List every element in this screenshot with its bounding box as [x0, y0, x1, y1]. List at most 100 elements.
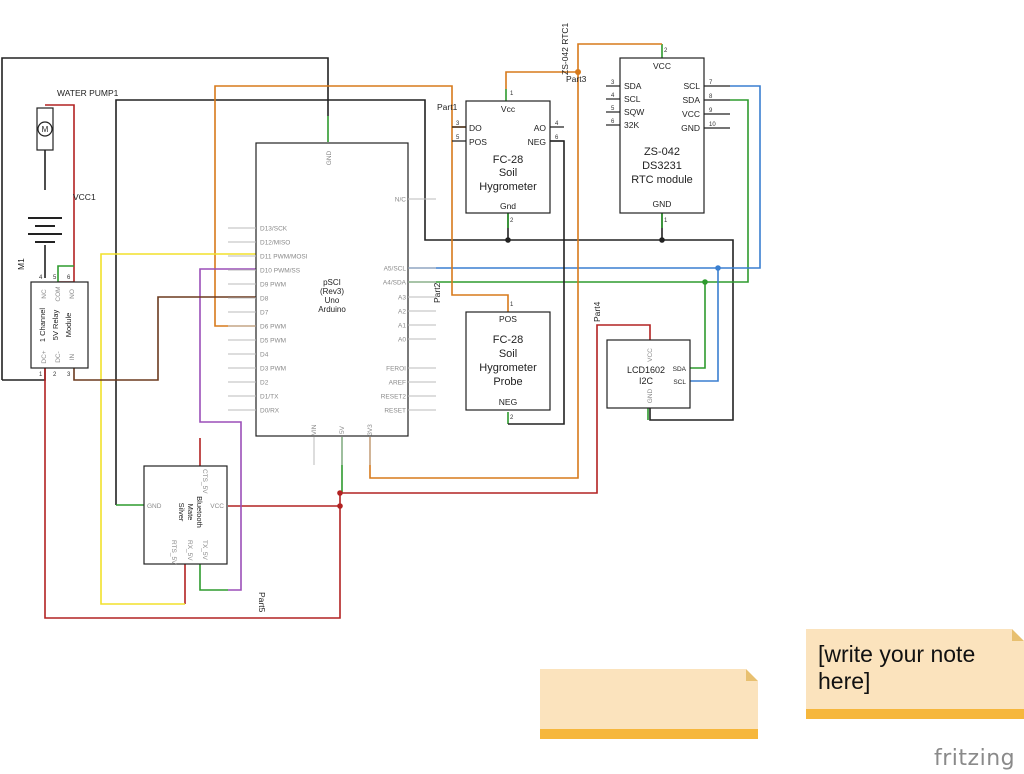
relay-no-pin: NO [69, 289, 76, 299]
wire-d11-yellow [100, 253, 256, 605]
part4-label: Part4 [592, 301, 602, 322]
pin-num: 7 [709, 80, 713, 86]
junction-dots [337, 69, 721, 509]
arduino-pin-label: RESET2 [381, 394, 407, 401]
bt-line2: Mate [186, 504, 195, 521]
hyg-ao-pin: AO [534, 123, 547, 133]
bt-tx-pin: TX_5V [201, 540, 208, 561]
relay-dcm-pin: DC- [55, 351, 62, 363]
hyg-neg-pin: NEG [528, 137, 546, 147]
pin-num: 1 [510, 91, 514, 97]
arduino-pin-label: A5/SCL [384, 266, 407, 273]
arduino-uno[interactable]: GND D13/SCK D12/MISO D11 PWM/MOSI D10 PWM/S… [228, 142, 436, 465]
relay-line3: Module [64, 313, 73, 338]
rtc-module[interactable]: ZS-042 RTC1 Part3 2 1 VCC GND SDA3SCL4SQ… [560, 22, 730, 224]
probe-neg-pin: NEG [499, 397, 517, 407]
pin-num: 1 [510, 302, 514, 308]
arduino-pin-label: D1/TX [260, 394, 279, 401]
hyg-pos-pin: POS [469, 137, 487, 147]
relay-line2: 5V Relay [51, 310, 60, 341]
note-write-here[interactable]: [write your note here] [806, 629, 1024, 719]
pin-num: 4 [611, 93, 615, 99]
rtc-ref-label: ZS-042 RTC1 [560, 22, 570, 75]
arduino-brand: Arduino [318, 305, 346, 314]
probe-title: FC-28 [493, 334, 524, 346]
part1-label: Part1 [437, 102, 458, 112]
m1-label: M1 [16, 258, 26, 270]
pin-num: 1 [39, 372, 43, 378]
bluetooth-mate[interactable]: GND VCC CTS_5V RTS_5V RX_5V TX_5V Blueto… [143, 465, 267, 613]
arduino-pin-label: RESET [384, 408, 406, 415]
arduino-pin-label: VIN [311, 424, 318, 435]
part5-label: Part5 [257, 592, 267, 613]
pin-num: 4 [555, 121, 559, 127]
wire-gnd-top [1, 57, 329, 380]
junction-dot [337, 503, 343, 509]
pin-num: 2 [664, 48, 668, 54]
wire-rx-purple [199, 268, 256, 591]
junction-dot [702, 279, 708, 285]
soil-hygrometer[interactable]: Part1 1 2 3 4 5 6 Vcc DO POS AO NEG FC-2… [437, 91, 564, 224]
pin-num: 3 [611, 80, 615, 86]
battery-label: VCC1 [73, 192, 96, 202]
arduino-pin-label: D7 [260, 310, 269, 317]
battery[interactable]: VCC1 [28, 192, 96, 243]
rtc-pin-label: 32K [624, 120, 639, 130]
wire-rtc-vcc-orange [577, 43, 662, 72]
pin-num: 3 [456, 121, 460, 127]
part3-label: Part3 [566, 74, 587, 84]
note-empty[interactable] [540, 669, 758, 739]
arduino-pin-label: 3V3 [367, 424, 374, 436]
bt-line3: Silver [177, 503, 186, 522]
motor-icon: M [42, 125, 49, 134]
pin-num: 2 [510, 415, 514, 421]
rtc-line3: RTC module [631, 174, 693, 186]
arduino-pin-label: D0/RX [260, 408, 280, 415]
arduino-pin-label: A4/SDA [383, 280, 407, 287]
arduino-pin-label: D8 [260, 296, 269, 303]
arduino-pin-label: D10 PWM/SS [260, 268, 301, 275]
lcd-vcc-pin: VCC [647, 348, 654, 362]
rtc-pin-label: SDA [683, 95, 701, 105]
rtc-pin-label: SCL [624, 94, 641, 104]
arduino-pin-label: D4 [260, 352, 269, 359]
lcd-title: LCD1602 [627, 365, 665, 375]
probe-line2: Soil [499, 348, 517, 360]
relay-module[interactable]: M1 NC COM NO DC+ DC- IN 1 Channel 5V Rel… [16, 258, 89, 378]
pin-num: 3 [67, 372, 71, 378]
arduino-pin-label: A1 [398, 323, 406, 330]
rtc-gnd-pin: GND [653, 199, 672, 209]
part2-label: Part2 [432, 282, 442, 303]
pump-label: WATER PUMP1 [57, 88, 119, 98]
bt-rts-pin: RTS_5V [170, 540, 177, 565]
arduino-model: Uno [325, 296, 340, 305]
bt-vcc-pin: VCC [210, 503, 224, 510]
arduino-pin-label: FEROI [386, 366, 406, 373]
pin-num: 6 [611, 119, 615, 125]
arduino-pin-label: D12/MISO [260, 240, 290, 247]
water-pump[interactable]: WATER PUMP1 M [36, 88, 119, 151]
rtc-pin-label: SQW [624, 107, 644, 117]
hyg-gnd-pin: Gnd [500, 201, 516, 211]
wire-5v-bus [44, 324, 651, 619]
junction-dot [575, 69, 581, 75]
relay-nc-pin: NC [41, 289, 48, 299]
wire-gnd-sensors [507, 213, 663, 240]
arduino-pin-label: A3 [398, 295, 406, 302]
arduino-gnd-pin: GND [326, 150, 333, 165]
lcd-sda-pin: SDA [673, 366, 687, 373]
relay-title: 1 Channel [38, 308, 47, 343]
lcd-i2c[interactable]: Part4 VCC GND SDA SCL LCD1602 I2C [592, 301, 691, 409]
arduino-pin-label: D5 PWM [260, 338, 286, 345]
probe-line3: Hygrometer [479, 362, 537, 374]
arduino-pin-label: D11 PWM/MOSI [260, 254, 308, 261]
wire-d8-brown [73, 296, 256, 381]
arduino-pin-label: D13/SCK [260, 226, 288, 233]
hyg-vcc-pin: Vcc [501, 104, 516, 114]
pin-num: 6 [555, 135, 559, 141]
arduino-subtitle: (Rev3) [320, 287, 344, 296]
note-text[interactable]: [write your note here] [818, 641, 976, 694]
pin-num: 2 [53, 372, 57, 378]
soil-hygrometer-probe[interactable]: Part2 1 2 POS FC-28 Soil Hygrometer Prob… [432, 282, 551, 421]
relay-com-pin: COM [55, 286, 62, 301]
